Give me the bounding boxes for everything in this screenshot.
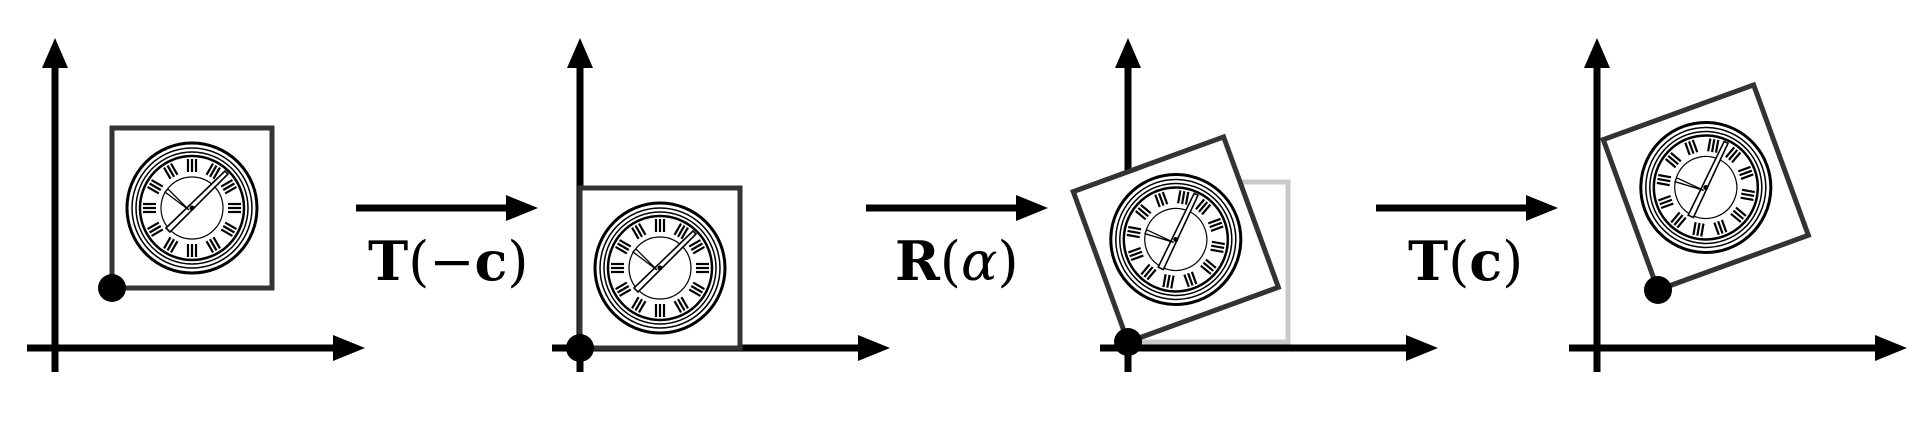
- step-label-rotate: R(α): [895, 234, 1019, 289]
- step-arg-symbol: c: [474, 229, 508, 293]
- paren: (: [408, 230, 430, 293]
- paren: ): [1502, 230, 1524, 293]
- arrow-right-icon: [356, 195, 538, 221]
- paren: (: [1448, 230, 1470, 293]
- arrow-right-icon: [866, 195, 1048, 221]
- coordinate-panel-3: [1070, 38, 1438, 372]
- y-axis-arrowhead: [1584, 38, 1610, 68]
- arrow-right-icon: [1376, 195, 1558, 221]
- x-axis-arrowhead: [1406, 335, 1438, 361]
- object-frame: [109, 125, 275, 291]
- step-arg-symbol: α: [960, 230, 998, 293]
- paren: ): [507, 230, 529, 293]
- y-axis-arrowhead: [42, 38, 68, 68]
- step-label-translate-neg: T(−c): [368, 234, 528, 289]
- step-op: T: [1408, 229, 1449, 293]
- object-frame: [577, 185, 743, 351]
- x-axis-arrowhead: [333, 335, 365, 361]
- step-arg-sign: −: [429, 230, 475, 293]
- y-axis-arrowhead: [567, 38, 593, 68]
- coordinate-panel-4: [1569, 38, 1907, 372]
- paren: ): [997, 230, 1019, 293]
- step-label-translate: T(c): [1408, 234, 1523, 289]
- pivot-dot-icon: [566, 334, 594, 362]
- clock-icon: [125, 141, 259, 275]
- step-arg-symbol: c: [1469, 229, 1503, 293]
- pivot-dot-icon: [1644, 276, 1672, 304]
- step-op: T: [368, 229, 409, 293]
- coordinate-panel-1: [27, 38, 365, 372]
- clock-icon: [593, 201, 727, 335]
- object-frame: [1070, 133, 1282, 346]
- x-axis-arrowhead: [1875, 335, 1907, 361]
- pivot-dot-icon: [1114, 328, 1142, 356]
- coordinate-panel-2: [552, 38, 890, 372]
- x-axis-arrowhead: [858, 335, 890, 361]
- y-axis-arrowhead: [1115, 38, 1141, 68]
- pivot-dot-icon: [98, 274, 126, 302]
- step-op: R: [895, 229, 940, 293]
- paren: (: [939, 230, 961, 293]
- object-frame: [1600, 81, 1812, 294]
